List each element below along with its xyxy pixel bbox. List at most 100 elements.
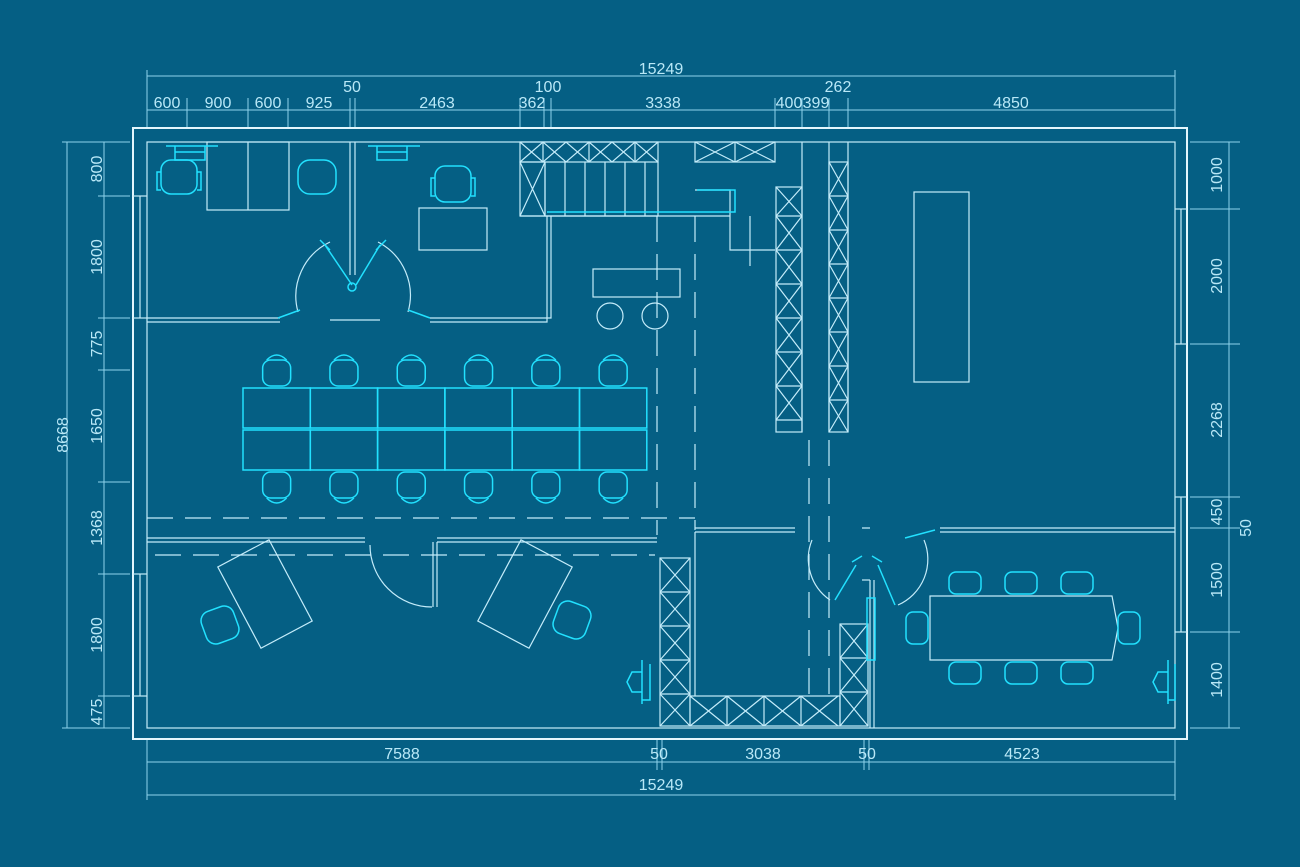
dim-left-1800b: 1800 bbox=[89, 617, 106, 653]
desk-cell bbox=[309, 387, 379, 429]
shelving bbox=[659, 161, 869, 727]
dim-right-2268: 2268 bbox=[1209, 402, 1226, 438]
dim-right-1400: 1400 bbox=[1209, 662, 1226, 698]
office-chair bbox=[598, 471, 628, 504]
dim-right-2000: 2000 bbox=[1209, 258, 1226, 294]
dim-bottom-7588: 7588 bbox=[384, 746, 420, 763]
dim-top-3338: 3338 bbox=[645, 95, 681, 112]
desk-bottom-left-1 bbox=[216, 538, 314, 650]
desk-cell bbox=[309, 429, 379, 471]
desk-cell bbox=[376, 429, 446, 471]
office-chair bbox=[396, 354, 426, 387]
desk-cell bbox=[578, 429, 648, 471]
dim-left-475: 475 bbox=[89, 699, 106, 726]
door-swing-meeting bbox=[807, 529, 936, 661]
dim-left-1650: 1650 bbox=[89, 408, 106, 444]
dim-right-1500: 1500 bbox=[1209, 562, 1226, 598]
dim-top-600b: 600 bbox=[255, 95, 282, 112]
office-chair bbox=[531, 471, 561, 504]
conference-chair bbox=[948, 571, 982, 595]
ac-unit-icon bbox=[166, 145, 420, 161]
dim-bottom-total: 15249 bbox=[639, 777, 684, 794]
desk-top-center bbox=[418, 207, 488, 251]
shelf-column-right bbox=[828, 161, 849, 433]
bar-counter bbox=[592, 268, 681, 330]
interior-walls bbox=[147, 142, 1175, 728]
dimension-labels: 15249 50 100 262 600 900 600 925 2463 36… bbox=[55, 61, 1255, 794]
dim-top-upper-262: 262 bbox=[825, 79, 852, 96]
door-swing-top bbox=[277, 239, 431, 321]
conference-chair bbox=[1060, 571, 1094, 595]
shelf-column-bottom-right bbox=[839, 623, 869, 727]
dim-right-1000: 1000 bbox=[1209, 157, 1226, 193]
dim-right-50: 50 bbox=[1238, 519, 1255, 537]
shelf-column-bottom-left bbox=[659, 557, 691, 727]
chair-top-left-2 bbox=[297, 159, 337, 195]
office-top-center bbox=[418, 165, 488, 251]
desk-cell bbox=[444, 387, 513, 429]
shelf-row-bottom bbox=[689, 695, 841, 727]
desk-bottom-left-2 bbox=[476, 538, 574, 650]
conference-chair bbox=[1117, 611, 1141, 645]
desk-cell bbox=[444, 429, 513, 471]
dim-top-upper-50: 50 bbox=[343, 79, 361, 96]
desk-cell bbox=[511, 429, 581, 471]
office-chair bbox=[598, 354, 628, 387]
dim-left-1368: 1368 bbox=[89, 510, 106, 546]
workstation-cluster bbox=[242, 354, 648, 504]
dim-top-600a: 600 bbox=[154, 95, 181, 112]
conference-chair bbox=[1004, 661, 1038, 685]
conference-chair bbox=[905, 611, 929, 645]
dim-top-362: 362 bbox=[519, 95, 546, 112]
display-cabinet bbox=[913, 191, 970, 383]
dim-top-900: 900 bbox=[205, 95, 232, 112]
dim-top-upper-100: 100 bbox=[535, 79, 562, 96]
meeting-room bbox=[807, 191, 1141, 685]
dim-top-400: 400 bbox=[776, 95, 803, 112]
office-bottom-left bbox=[200, 538, 592, 650]
dim-top-399: 399 bbox=[803, 95, 830, 112]
chair-bottom-left-2 bbox=[552, 600, 592, 640]
office-chair bbox=[329, 354, 359, 387]
dim-left-1800a: 1800 bbox=[89, 239, 106, 275]
dim-left-775: 775 bbox=[89, 331, 106, 358]
dim-bottom-3038: 3038 bbox=[745, 746, 781, 763]
office-chair bbox=[463, 354, 494, 387]
dim-left-total: 8668 bbox=[55, 417, 72, 453]
dim-top-4850: 4850 bbox=[993, 95, 1029, 112]
chair-top-left-1 bbox=[156, 159, 202, 195]
dim-bottom-50b: 50 bbox=[858, 746, 876, 763]
desk-cell bbox=[578, 387, 648, 429]
desk-cell bbox=[242, 387, 312, 429]
conference-chairs bbox=[905, 571, 1141, 685]
office-chair bbox=[261, 471, 292, 504]
dim-top-925: 925 bbox=[306, 95, 333, 112]
stair-block bbox=[519, 141, 776, 266]
conference-chair bbox=[1060, 661, 1094, 685]
conference-chair bbox=[1004, 571, 1038, 595]
office-chair bbox=[329, 471, 359, 504]
shelf-column-center bbox=[775, 186, 803, 433]
dim-bottom-4523: 4523 bbox=[1004, 746, 1040, 763]
dim-left-800: 800 bbox=[89, 156, 106, 183]
desk-cell bbox=[376, 387, 446, 429]
chair-top-center bbox=[430, 165, 476, 203]
dim-bottom-50a: 50 bbox=[650, 746, 668, 763]
office-chair bbox=[463, 471, 494, 504]
dim-top-2463: 2463 bbox=[419, 95, 455, 112]
dimension-lines bbox=[62, 70, 1240, 800]
office-chair bbox=[396, 471, 426, 504]
conference-chair bbox=[948, 661, 982, 685]
chair-bottom-left-1 bbox=[200, 605, 240, 645]
office-chair bbox=[261, 354, 292, 387]
office-top-left bbox=[156, 141, 488, 321]
desk-cell bbox=[242, 429, 312, 471]
door-swing-bottom bbox=[369, 544, 433, 608]
conference-table bbox=[929, 595, 1119, 661]
dim-top-total: 15249 bbox=[639, 61, 684, 78]
dim-right-450: 450 bbox=[1209, 499, 1226, 526]
office-chair bbox=[531, 354, 561, 387]
ac-unit-icon bbox=[626, 660, 1176, 704]
desk-cell bbox=[511, 387, 581, 429]
